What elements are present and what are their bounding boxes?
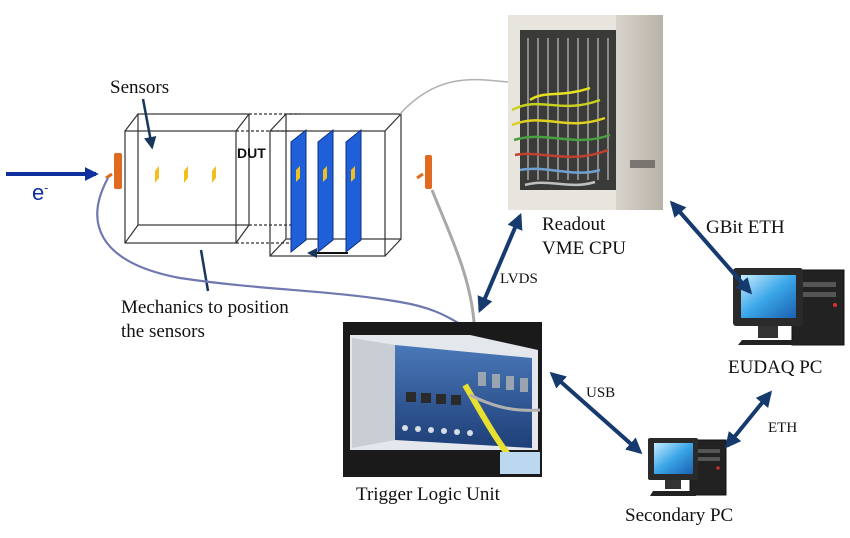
lvds-label: LVDS (500, 271, 538, 287)
readout-label: Readout VME CPU (542, 214, 626, 259)
usb-label: USB (586, 385, 616, 401)
gbit-eth-connection-arrow (669, 200, 753, 295)
telescope-box-upstream (124, 113, 250, 244)
lvds-connection-arrow (477, 213, 523, 313)
beam-symbol: e (32, 180, 45, 205)
sensors-pointer (141, 98, 157, 150)
dut-board-2 (317, 128, 334, 254)
dut-label: DUT (237, 145, 266, 161)
eudaq-pc-label: EUDAQ PC (728, 357, 823, 378)
usb-connection-arrow (549, 371, 643, 455)
dut-board-3 (345, 128, 362, 254)
beam-label: e- (32, 180, 48, 206)
beam-charge: - (44, 180, 49, 195)
trigger-logic-unit-label: Trigger Logic Unit (356, 484, 500, 505)
sensor-plane-1 (155, 166, 159, 183)
sensor-plane-2 (184, 166, 188, 183)
cable-telescope-readout (399, 78, 509, 115)
cable-scintillator-right (430, 189, 476, 323)
secondary-pc-label: Secondary PC (625, 505, 734, 526)
eth-label: ETH (768, 420, 798, 436)
telescope-box-downstream (269, 113, 402, 257)
gbit-eth-label: GBit ETH (706, 217, 785, 238)
cable-scintillator-left (96, 177, 461, 325)
scintillator-left (105, 153, 122, 189)
sensors-label: Sensors (110, 77, 170, 98)
mechanics-label: Mechanics to position the sensors (121, 297, 289, 342)
secondary-pc-icon (648, 438, 727, 496)
sensor-plane-3 (212, 166, 216, 183)
dut-region (236, 113, 300, 244)
scintillator-right (416, 155, 432, 189)
mechanics-pointer (199, 249, 210, 292)
eudaq-pc-icon (733, 268, 845, 346)
dut-board-1 (290, 128, 307, 254)
readout-vme-crate (508, 15, 663, 210)
eth-connection-arrow (724, 390, 773, 449)
trigger-logic-unit-photo (343, 322, 542, 477)
